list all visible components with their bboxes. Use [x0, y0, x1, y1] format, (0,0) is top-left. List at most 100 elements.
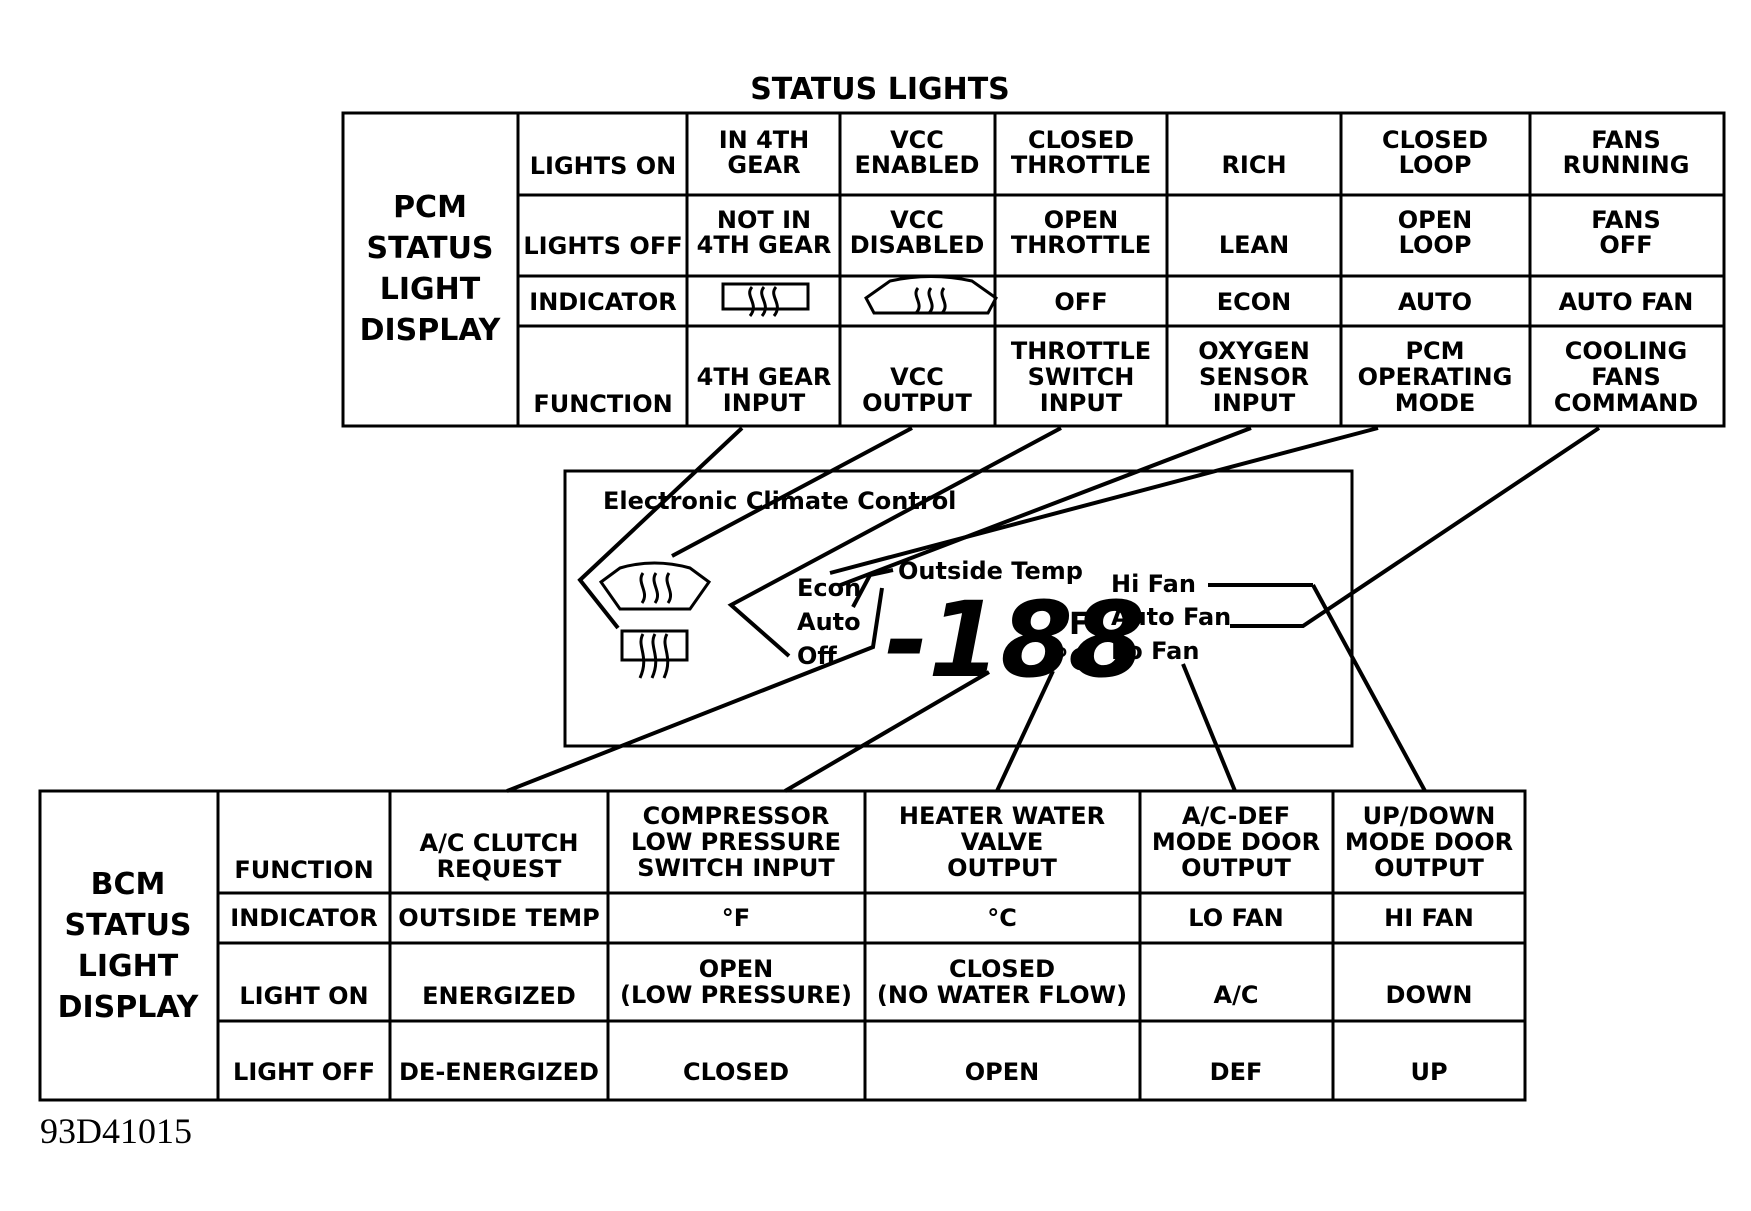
table-cell: A/C-DEF [1182, 802, 1290, 830]
table-cell: RICH [1221, 151, 1286, 179]
bcm-header: BCM STATUS LIGHT DISPLAY [58, 867, 200, 1025]
table-cell: (LOW PRESSURE) [620, 981, 852, 1009]
leader-line [837, 426, 1252, 588]
table-cell: (NO WATER FLOW) [877, 981, 1127, 1009]
table-cell: THROTTLE [1011, 151, 1151, 179]
leader-line [671, 426, 913, 558]
leader-line [829, 426, 1379, 575]
table-cell: SWITCH INPUT [637, 854, 835, 882]
table-cell: LO FAN [1188, 904, 1284, 932]
climate-control-panel: Electronic Climate Control Econ Auto Off… [563, 469, 1354, 748]
outside-temp-label: Outside Temp [898, 557, 1083, 585]
table-cell: VCC [890, 363, 944, 391]
table-cell: A/C [1214, 981, 1259, 1009]
table-cell: OXYGEN [1198, 337, 1310, 365]
table-cell: CLOSED [1382, 126, 1488, 154]
celsius-label: °C [1054, 643, 1091, 678]
table-cell: THROTTLE [1011, 337, 1151, 365]
table-cell: °C [987, 904, 1017, 932]
auto-label: Auto [797, 608, 861, 636]
row-label: LIGHT OFF [233, 1058, 375, 1086]
leader-line [506, 587, 884, 793]
status-lights-title: STATUS LIGHTS [750, 72, 1010, 107]
figure-id: 93D41015 [40, 1111, 192, 1151]
off-label: Off [797, 642, 837, 670]
table-cell: GEAR [727, 151, 800, 179]
leader-line [783, 670, 991, 793]
table-cell: SENSOR [1199, 363, 1309, 391]
pcm-header-line: DISPLAY [360, 313, 502, 348]
leader-line [727, 426, 1062, 658]
table-cell: DISABLED [850, 231, 985, 259]
table-cell: VCC [890, 206, 944, 234]
bcm-row-indicator: INDICATOR OUTSIDE TEMP °F °C LO FAN HI F… [230, 904, 1474, 932]
table-cell: A/C CLUTCH [420, 829, 579, 857]
table-cell: FANS [1591, 363, 1661, 391]
table-cell: AUTO FAN [1559, 288, 1694, 316]
table-cell: UP [1410, 1058, 1447, 1086]
leader-line [1311, 584, 1427, 792]
bcm-header-line: DISPLAY [58, 990, 200, 1025]
table-cell: LOOP [1399, 231, 1472, 259]
table-cell: 4TH GEAR [697, 231, 832, 259]
auto-fan-label: Auto Fan [1111, 603, 1231, 631]
table-cell: OPEN [1044, 206, 1118, 234]
table-cell: INPUT [1213, 389, 1296, 417]
table-cell: OPEN [1398, 206, 1472, 234]
table-cell: REQUEST [437, 855, 562, 883]
table-cell: MODE [1395, 389, 1476, 417]
table-cell: OPEN [965, 1058, 1039, 1086]
table-cell: MODE DOOR [1152, 828, 1320, 856]
pcm-header-line: STATUS [366, 231, 493, 266]
table-cell: OUTPUT [862, 389, 972, 417]
table-cell: NOT IN [717, 206, 811, 234]
leader-lines [506, 426, 1601, 793]
row-label: FUNCTION [533, 390, 672, 418]
table-cell: LOOP [1399, 151, 1472, 179]
temperature-display: -188 [885, 579, 1145, 701]
front-defrost-icon [864, 275, 998, 315]
row-label: INDICATOR [230, 904, 377, 932]
bcm-header-line: LIGHT [78, 949, 179, 984]
pcm-row-lights-on: LIGHTS ON IN 4TH GEAR VCC ENABLED CLOSED… [530, 126, 1690, 180]
bcm-row-function: FUNCTION A/C CLUTCH REQUEST COMPRESSOR L… [234, 802, 1513, 884]
pcm-status-table: PCM STATUS LIGHT DISPLAY LIGHTS ON IN 4T… [341, 111, 1726, 428]
table-cell: IN 4TH [719, 126, 810, 154]
table-cell: 4TH GEAR [697, 363, 832, 391]
table-cell: VCC [890, 126, 944, 154]
pcm-row-function: FUNCTION 4TH GEAR INPUT VCC OUTPUT THROT… [533, 337, 1698, 418]
hi-fan-label: Hi Fan [1111, 570, 1196, 598]
bcm-row-light-on: LIGHT ON ENERGIZED OPEN (LOW PRESSURE) C… [239, 955, 1472, 1010]
pcm-row-lights-off: LIGHTS OFF NOT IN 4TH GEAR VCC DISABLED … [523, 206, 1660, 260]
table-cell: COMMAND [1554, 389, 1698, 417]
table-cell: PCM [1405, 337, 1464, 365]
front-defrost-icon [598, 561, 712, 611]
table-cell: RUNNING [1563, 151, 1690, 179]
table-cell: FANS [1591, 126, 1661, 154]
leader-line [1230, 426, 1601, 628]
table-cell: FANS [1591, 206, 1661, 234]
table-cell: SWITCH [1028, 363, 1135, 391]
bcm-header-line: STATUS [64, 908, 191, 943]
table-cell: AUTO [1398, 288, 1472, 316]
rear-defrost-icon [620, 629, 689, 679]
table-cell: THROTTLE [1011, 231, 1151, 259]
table-cell: OUTPUT [947, 854, 1057, 882]
table-cell: OUTSIDE TEMP [398, 904, 599, 932]
bcm-row-light-off: LIGHT OFF DE-ENERGIZED CLOSED OPEN DEF U… [233, 1058, 1448, 1086]
table-cell: VALVE [961, 828, 1043, 856]
leader-line [1181, 663, 1237, 792]
table-cell: CLOSED [683, 1058, 789, 1086]
pcm-row-indicator: INDICATOR OFF ECON AUTO AUTO FAN [529, 275, 1694, 317]
pcm-header-line: PCM [393, 190, 467, 225]
table-cell: INPUT [1040, 389, 1123, 417]
fahrenheit-label: °F [1054, 607, 1090, 642]
table-cell: MODE DOOR [1345, 828, 1513, 856]
leader-line [851, 568, 894, 608]
table-cell: DEF [1210, 1058, 1263, 1086]
rear-defrost-icon [721, 282, 810, 317]
lo-fan-label: Lo Fan [1111, 637, 1199, 665]
leader-line [995, 670, 1055, 792]
table-cell: OFF [1599, 231, 1652, 259]
